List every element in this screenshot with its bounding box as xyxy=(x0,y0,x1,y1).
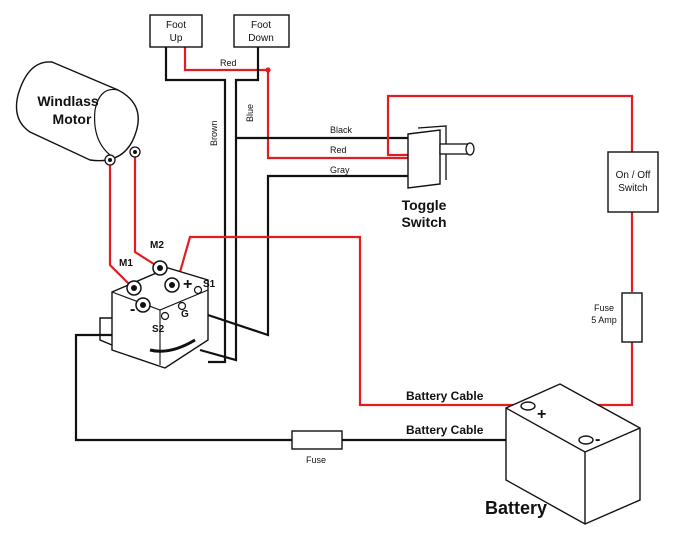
wire-label-black: Black xyxy=(330,125,353,135)
battery-minus-label: - xyxy=(595,431,600,448)
inline-fuse: Fuse xyxy=(291,430,343,465)
wire-label-red-top: Red xyxy=(220,58,237,68)
wire-red-foot-up xyxy=(183,46,268,72)
fuse-5-amp-label-1: Fuse xyxy=(594,303,614,313)
battery-post-positive xyxy=(520,401,536,411)
wire-red-to-toggle xyxy=(266,70,408,160)
fuse-5-amp-label-2: 5 Amp xyxy=(591,315,617,325)
wire-red-motor-m2 xyxy=(133,157,158,267)
windlass-label-1: Windlass xyxy=(37,93,99,109)
fuse-5-amp: Fuse 5 Amp xyxy=(591,292,643,343)
foot-down-label-1: Foot xyxy=(251,20,271,31)
terminal-g xyxy=(177,301,187,311)
battery-cable-pos-label: Battery Cable xyxy=(406,389,484,403)
on-off-label-1: On / Off xyxy=(616,170,651,181)
inline-fuse-label: Fuse xyxy=(306,455,326,465)
windlass-label-2: Motor xyxy=(53,111,92,127)
foot-up-label-2: Up xyxy=(170,33,183,44)
toggle-switch-label-2: Switch xyxy=(401,214,446,230)
foot-up-label-1: Foot xyxy=(166,20,186,31)
wire-gray xyxy=(207,174,408,337)
wire-red-battery-cable xyxy=(178,235,526,407)
wire-red-motor-m1 xyxy=(108,165,131,286)
label-s2: S2 xyxy=(152,324,165,335)
on-off-label-2: Switch xyxy=(618,183,647,194)
label-plus: + xyxy=(183,276,192,293)
foot-up-switch: Foot Up xyxy=(149,14,203,48)
label-minus: - xyxy=(130,301,135,318)
on-off-switch: On / Off Switch xyxy=(607,151,659,213)
toggle-switch: Toggle Switch xyxy=(401,125,475,230)
wire-brown xyxy=(164,46,227,364)
terminal-s1 xyxy=(193,285,203,295)
battery-post-negative xyxy=(578,435,594,445)
battery-plus-label: + xyxy=(537,406,546,423)
battery: + - Battery xyxy=(485,383,641,525)
wire-blue-2 xyxy=(199,70,260,362)
wire-label-brown: Brown xyxy=(209,120,219,146)
label-s1: S1 xyxy=(203,279,216,290)
battery-cable-neg-label: Battery Cable xyxy=(406,423,484,437)
label-m2: M2 xyxy=(150,240,164,251)
foot-down-switch: Foot Down xyxy=(233,14,290,48)
wire-red-toggle-to-onoff xyxy=(386,94,634,157)
terminal-s2 xyxy=(160,311,170,321)
label-m1: M1 xyxy=(119,258,133,269)
foot-down-label-2: Down xyxy=(248,33,274,44)
toggle-switch-label-1: Toggle xyxy=(402,197,447,213)
solenoid: M1 M2 + - S1 S2 G xyxy=(99,240,216,369)
battery-label: Battery xyxy=(485,498,547,518)
wire-label-red: Red xyxy=(330,145,347,155)
label-g: G xyxy=(181,309,189,320)
windlass-motor: Windlass Motor xyxy=(15,61,141,166)
wire-label-blue: Blue xyxy=(245,104,255,122)
wire-label-gray: Gray xyxy=(330,165,350,175)
